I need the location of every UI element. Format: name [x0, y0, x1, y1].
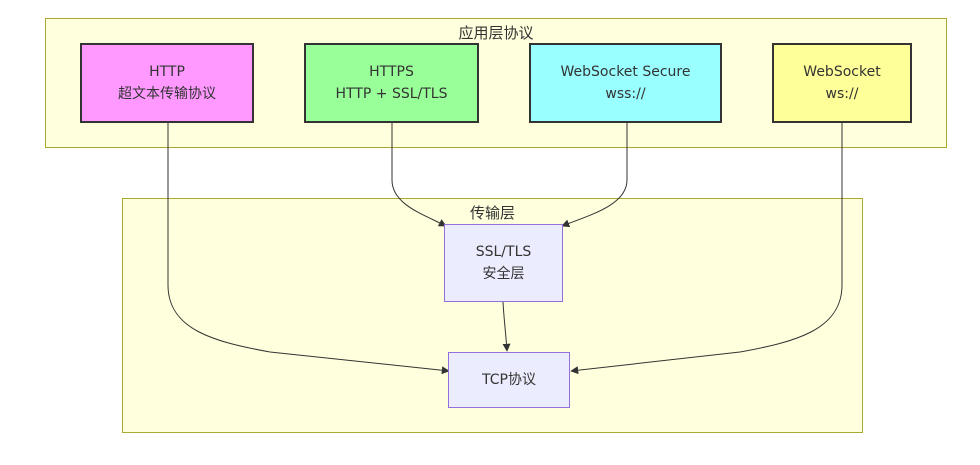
- node-ws: WebSocket ws://: [772, 43, 912, 123]
- node-http-subtitle: 超文本传输协议: [118, 86, 216, 102]
- node-wss-title: WebSocket Secure: [560, 64, 691, 80]
- node-tcp-title: TCP协议: [482, 372, 536, 388]
- node-ssl-tls: SSL/TLS 安全层: [444, 224, 563, 302]
- node-https: HTTPS HTTP + SSL/TLS: [304, 43, 479, 123]
- transport-layer-title: 传输层: [469, 204, 515, 222]
- node-tcp: TCP协议: [448, 352, 570, 408]
- node-ws-title: WebSocket: [803, 64, 881, 80]
- edge-ws-tcp: [570, 122, 843, 375]
- node-http: HTTP 超文本传输协议: [80, 43, 254, 123]
- node-ws-subtitle: ws://: [825, 86, 859, 102]
- application-layer-title: 应用层协议: [458, 24, 534, 42]
- edge-https-ssltls: [391, 122, 447, 227]
- node-https-subtitle: HTTP + SSL/TLS: [335, 86, 448, 102]
- node-http-title: HTTP: [149, 64, 185, 80]
- node-wss: WebSocket Secure wss://: [529, 43, 722, 123]
- node-ssl-tls-subtitle: 安全层: [482, 266, 525, 282]
- edge-ssltls-tcp: [502, 301, 511, 352]
- node-https-title: HTTPS: [369, 64, 414, 80]
- edge-wss-ssltls: [561, 122, 628, 228]
- node-ssl-tls-title: SSL/TLS: [475, 244, 532, 260]
- node-wss-subtitle: wss://: [605, 86, 646, 102]
- edge-http-tcp: [167, 122, 450, 375]
